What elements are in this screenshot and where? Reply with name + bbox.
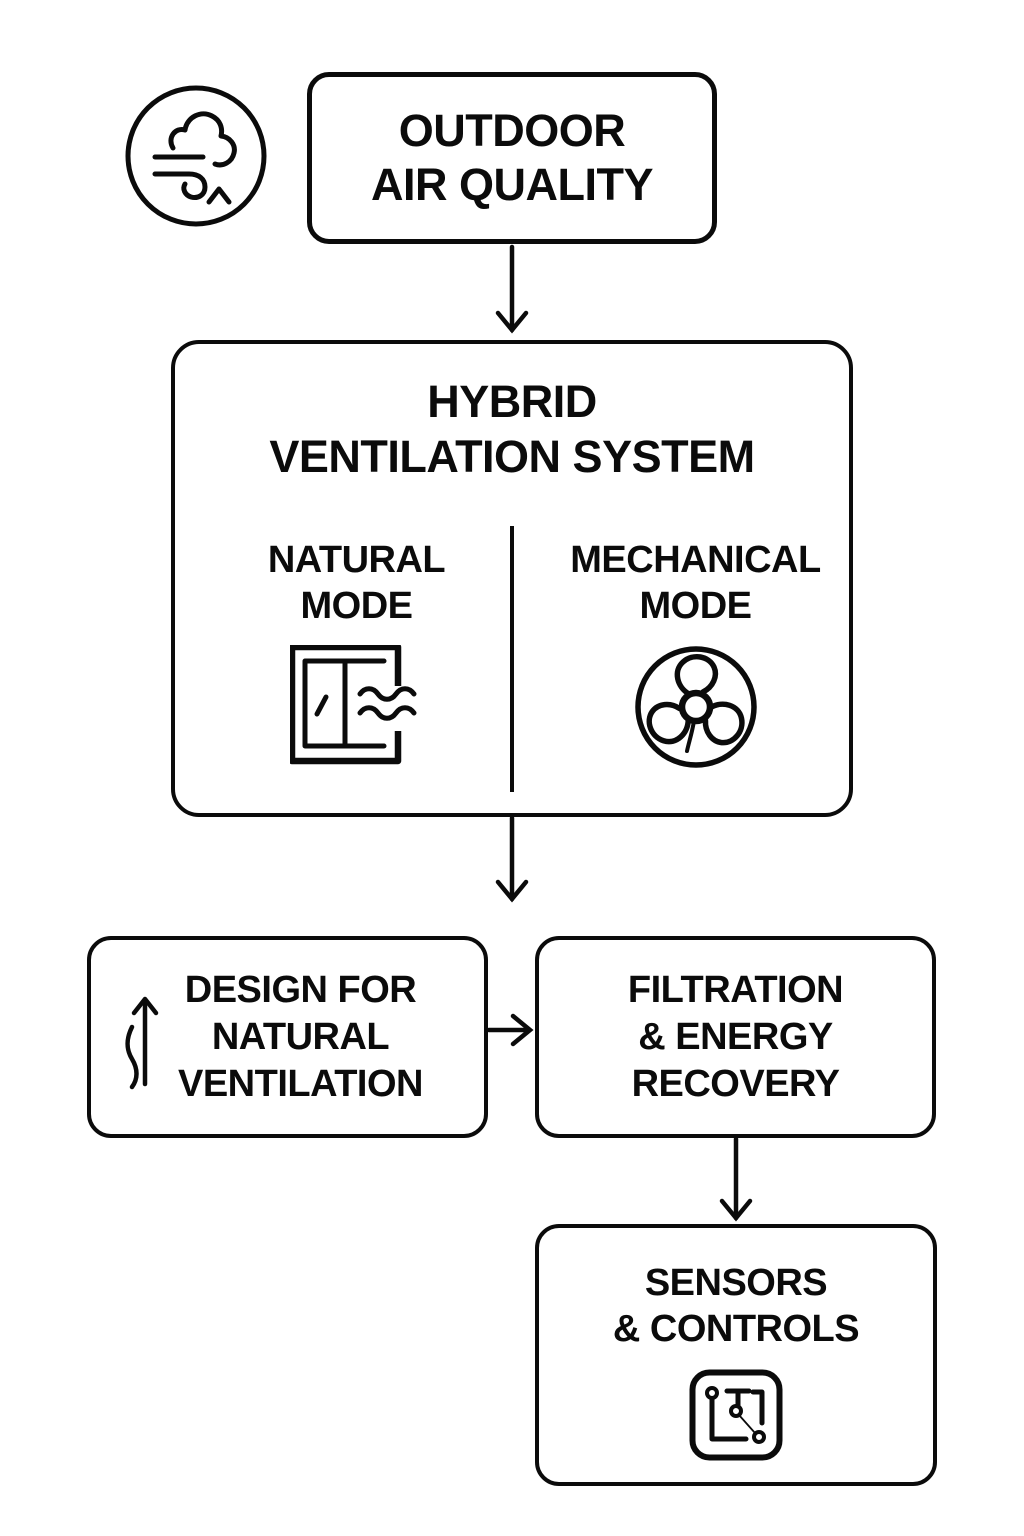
fan-blade-1 bbox=[674, 653, 718, 697]
circuit-board-icon bbox=[689, 1369, 783, 1461]
filtration-line-1: FILTRATION bbox=[627, 968, 844, 1011]
hybrid-ventilation-node: HYBRID VENTILATION SYSTEM NATURAL MODE M… bbox=[171, 340, 853, 817]
air-wave-1 bbox=[357, 686, 416, 702]
hybrid-title-line-2: VENTILATION SYSTEM bbox=[269, 431, 755, 482]
mechanical-mode-line-2: MODE bbox=[639, 585, 753, 627]
circuit-node-bottom-right bbox=[752, 1430, 766, 1444]
circuit-node-center bbox=[729, 1404, 743, 1418]
mechanical-mode-line-1: MECHANICAL bbox=[570, 539, 821, 581]
arrow-design-to-filtration bbox=[486, 1013, 534, 1047]
cloud-outline bbox=[168, 111, 237, 168]
fan-hub bbox=[678, 689, 713, 725]
circuit-trace-bracket bbox=[750, 1389, 765, 1426]
window-sash bbox=[302, 658, 386, 749]
circuit-trace-diagonal bbox=[738, 1414, 756, 1434]
mechanical-mode-label: MECHANICAL MODE bbox=[570, 530, 821, 629]
natural-mode-cell: NATURAL MODE bbox=[175, 530, 510, 767]
fan-blade-3 bbox=[646, 701, 691, 745]
hybrid-title-line-1: HYBRID bbox=[427, 376, 597, 427]
design-line-3: VENTILATION bbox=[177, 1062, 424, 1105]
mechanical-mode-cell: MECHANICAL MODE bbox=[514, 530, 849, 769]
sensors-text: SENSORS & CONTROLS bbox=[612, 1228, 860, 1352]
outdoor-line-2: AIR QUALITY bbox=[371, 159, 654, 210]
window-frame bbox=[289, 645, 401, 765]
circuit-trace-l bbox=[709, 1396, 749, 1442]
arrow-outdoor-to-hybrid bbox=[495, 244, 529, 334]
hybrid-title: HYBRID VENTILATION SYSTEM bbox=[269, 344, 755, 484]
mode-divider bbox=[510, 526, 514, 792]
outdoor-line-1: OUTDOOR bbox=[398, 105, 626, 156]
sensors-line-2: & CONTROLS bbox=[612, 1308, 860, 1350]
outdoor-air-quality-node: OUTDOOR AIR QUALITY bbox=[307, 72, 717, 244]
sensors-line-1: SENSORS bbox=[644, 1262, 828, 1304]
wind-cloud-icon bbox=[125, 85, 267, 227]
filtration-energy-recovery-node: FILTRATION & ENERGY RECOVERY bbox=[535, 936, 936, 1138]
fan-tail bbox=[684, 719, 696, 753]
design-text: DESIGN FOR NATURAL VENTILATION bbox=[91, 967, 484, 1108]
natural-mode-line-1: NATURAL bbox=[267, 539, 446, 581]
air-wave-2 bbox=[357, 705, 416, 721]
arrow-hybrid-to-bottom-row bbox=[495, 815, 529, 903]
fan-ring bbox=[634, 646, 757, 768]
up-arrow-head bbox=[131, 996, 159, 1016]
circuit-frame bbox=[689, 1369, 783, 1461]
natural-mode-label: NATURAL MODE bbox=[267, 530, 446, 629]
fan-icon bbox=[634, 646, 757, 768]
wind-chevron bbox=[206, 186, 232, 205]
wind-line-curl bbox=[152, 171, 208, 200]
filtration-line-3: RECOVERY bbox=[631, 1062, 840, 1105]
design-line-2: NATURAL bbox=[211, 1015, 390, 1058]
fan-blade-2 bbox=[702, 701, 745, 746]
sensors-controls-node: SENSORS & CONTROLS bbox=[535, 1224, 937, 1486]
design-line-1: DESIGN FOR bbox=[184, 968, 417, 1011]
rising-airflow-arrow-icon bbox=[125, 996, 159, 1090]
arrow-filtration-to-sensors bbox=[719, 1136, 753, 1222]
filtration-line-2: & ENERGY bbox=[638, 1015, 833, 1058]
natural-mode-line-2: MODE bbox=[300, 585, 413, 627]
badge-circle bbox=[125, 85, 267, 227]
window-glint bbox=[314, 694, 328, 717]
open-window-airflow-icon bbox=[289, 645, 416, 765]
circuit-trace-t bbox=[724, 1388, 752, 1409]
airflow-wave bbox=[125, 1024, 139, 1090]
design-natural-ventilation-node: DESIGN FOR NATURAL VENTILATION bbox=[87, 936, 488, 1138]
